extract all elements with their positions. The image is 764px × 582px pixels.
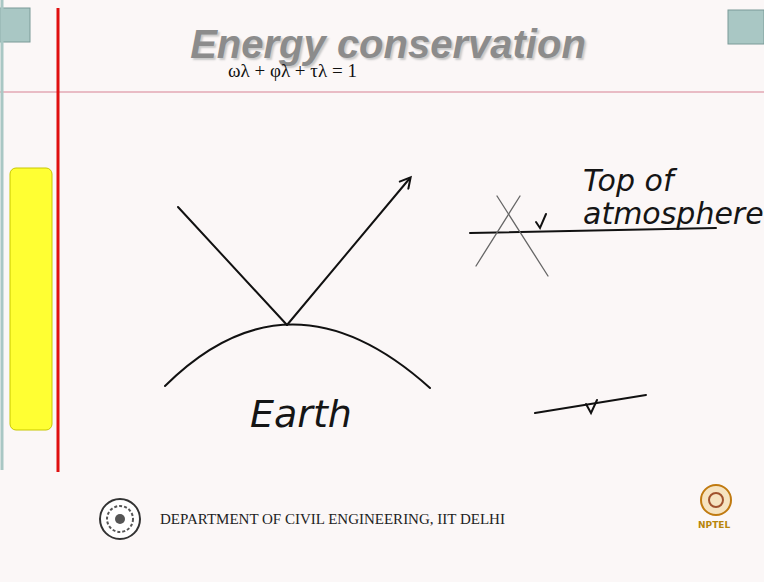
incident-ray [178, 207, 287, 325]
cross-mark [476, 196, 520, 266]
atmosphere-label: Top of atmosphere [583, 164, 733, 230]
reflected-ray [287, 178, 410, 325]
tick-mark [586, 400, 597, 413]
margin-line [57, 8, 60, 472]
cross-mark [497, 196, 548, 276]
tick-mark [536, 214, 546, 228]
corner-cube [0, 8, 30, 42]
corner-cube [728, 10, 764, 44]
equation: ωλ + φλ + τλ = 1 [228, 60, 357, 82]
nptel-logo [701, 485, 731, 515]
side-tab [10, 168, 52, 430]
title-rule [0, 91, 764, 93]
surface-line [535, 395, 646, 413]
department-name: DEPARTMENT OF CIVIL ENGINEERING, IIT DEL… [160, 511, 505, 528]
nptel-text: NPTEL [698, 520, 730, 530]
earth-arc [165, 324, 430, 388]
earth-label: Earth [250, 392, 352, 436]
edge-line [1, 0, 4, 470]
iit-logo [100, 499, 140, 539]
